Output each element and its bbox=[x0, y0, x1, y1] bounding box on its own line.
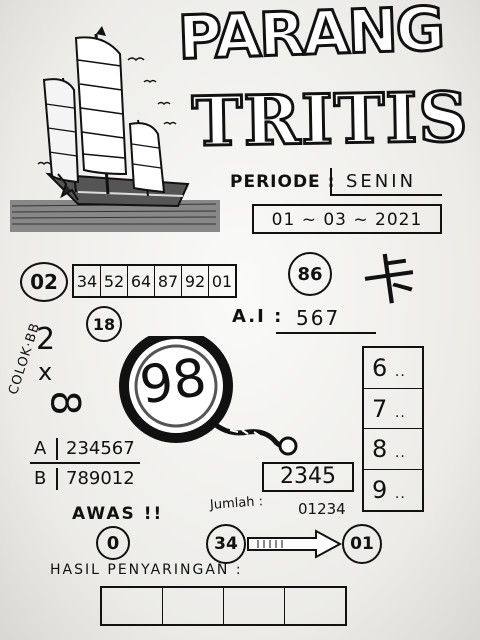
circled-number-left: 02 bbox=[20, 262, 68, 302]
awas-label: AWAS !! bbox=[72, 504, 164, 524]
right-column-cell: 9 .. bbox=[364, 470, 422, 511]
ab-divider bbox=[56, 438, 58, 460]
circled-number-right: 86 bbox=[288, 252, 332, 296]
periode-label: PERIODE : bbox=[230, 172, 336, 192]
sailing-ship-illustration bbox=[10, 26, 220, 232]
number-cell: 64 bbox=[128, 266, 155, 296]
arrow-right-icon bbox=[247, 529, 343, 559]
title-line-1: PARANG bbox=[175, 0, 445, 75]
signature-glyph: 卡 bbox=[358, 245, 421, 316]
hasil-boxes bbox=[100, 586, 347, 626]
colok-value-b: x bbox=[38, 358, 53, 386]
ab-separator bbox=[30, 462, 140, 464]
number-cell: 34 bbox=[74, 266, 101, 296]
circled-number-to: 01 bbox=[342, 524, 382, 564]
jumlah-label: Jumlah : bbox=[209, 494, 264, 513]
right-number-column: 6 .. 7 .. 8 .. 9 .. bbox=[362, 346, 424, 512]
hasil-box bbox=[102, 588, 163, 624]
hasil-label: HASIL PENYARINGAN : bbox=[50, 562, 243, 578]
number-row: 34 52 64 87 92 01 bbox=[72, 264, 237, 298]
ai-value: 567 bbox=[296, 306, 341, 330]
right-column-cell: 8 .. bbox=[364, 429, 422, 470]
hasil-box bbox=[163, 588, 224, 624]
ab-row-a: A 234567 bbox=[34, 438, 135, 460]
hasil-box bbox=[224, 588, 285, 624]
circled-number-awas: 0 bbox=[96, 526, 130, 560]
title-line-2: TRITIS bbox=[190, 76, 471, 164]
box-number: 2345 bbox=[262, 462, 354, 492]
colok-value-c: 8 bbox=[41, 390, 88, 416]
number-cell: 01 bbox=[211, 271, 233, 291]
big-number: 98 bbox=[136, 347, 211, 417]
number-cell: 87 bbox=[155, 266, 182, 296]
big-circle-decoration bbox=[119, 336, 298, 456]
number-cell: 52 bbox=[101, 266, 128, 296]
right-column-number: 9 bbox=[372, 475, 388, 504]
right-column-number: 8 bbox=[372, 435, 388, 463]
ab-letter: B bbox=[34, 468, 47, 489]
right-column-number: 6 bbox=[372, 354, 388, 382]
number-cell: 92 bbox=[182, 266, 209, 296]
ai-underline bbox=[276, 332, 376, 334]
right-column-cell: 6 .. bbox=[364, 348, 422, 389]
ab-value: 234567 bbox=[66, 438, 135, 459]
right-column-dots: .. bbox=[394, 364, 406, 380]
right-column-dots: .. bbox=[394, 404, 406, 421]
ab-divider bbox=[56, 468, 58, 490]
jumlah-value: 01234 bbox=[298, 500, 346, 518]
right-column-number: 7 bbox=[372, 394, 388, 423]
right-column-dots: .. bbox=[394, 485, 406, 502]
hasil-box bbox=[285, 588, 345, 624]
ai-label: A.I : bbox=[232, 306, 284, 327]
ab-value: 789012 bbox=[66, 468, 135, 489]
periode-day: SENIN bbox=[330, 168, 442, 196]
circled-number-small: 18 bbox=[86, 306, 122, 342]
circled-number-from: 34 bbox=[206, 524, 246, 564]
ab-row-b: B 789012 bbox=[34, 468, 135, 490]
right-column-cell: 7 .. bbox=[364, 389, 422, 429]
right-column-dots: .. bbox=[394, 445, 406, 461]
periode-date: 01 ~ 03 ~ 2021 bbox=[252, 204, 442, 234]
ab-letter: A bbox=[34, 438, 47, 459]
colok-value-a: 2 bbox=[36, 322, 56, 357]
